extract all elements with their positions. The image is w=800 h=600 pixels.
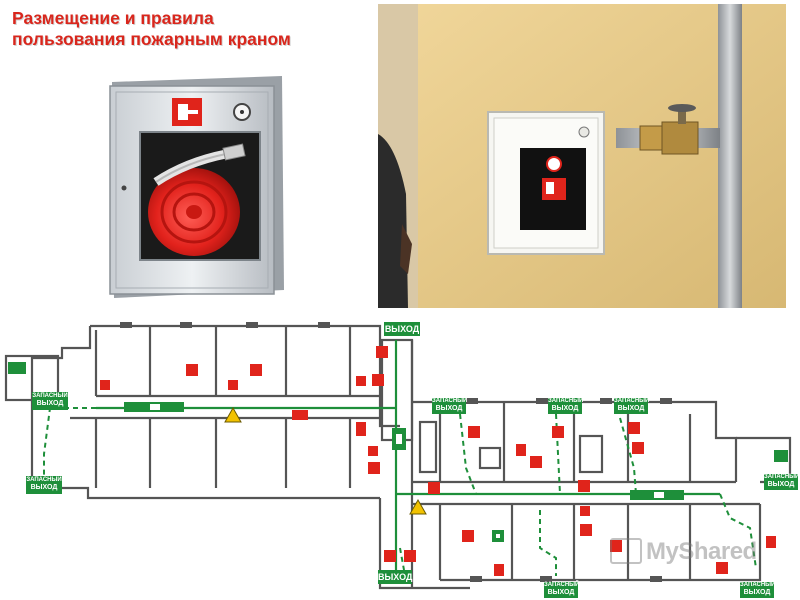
title-line-2: пользования пожарным краном bbox=[12, 29, 291, 49]
presentation-icon bbox=[610, 537, 642, 564]
watermark: MyShared bbox=[610, 537, 757, 566]
watermark-text: MyShared bbox=[646, 538, 757, 565]
fire-equipment-icons bbox=[100, 346, 776, 576]
exit-sign-top-center bbox=[384, 322, 420, 336]
wall-mounted-cabinet-photo bbox=[378, 4, 786, 308]
title-line-1: Размещение и правила bbox=[12, 8, 214, 28]
exit-sign-bottom-center bbox=[378, 570, 412, 584]
spare-exit-signs bbox=[26, 392, 798, 598]
evacuation-floor-plan bbox=[4, 322, 798, 598]
page-title: Размещение и правила пользования пожарны… bbox=[12, 8, 372, 50]
fire-hose-cabinet-photo bbox=[109, 76, 284, 298]
